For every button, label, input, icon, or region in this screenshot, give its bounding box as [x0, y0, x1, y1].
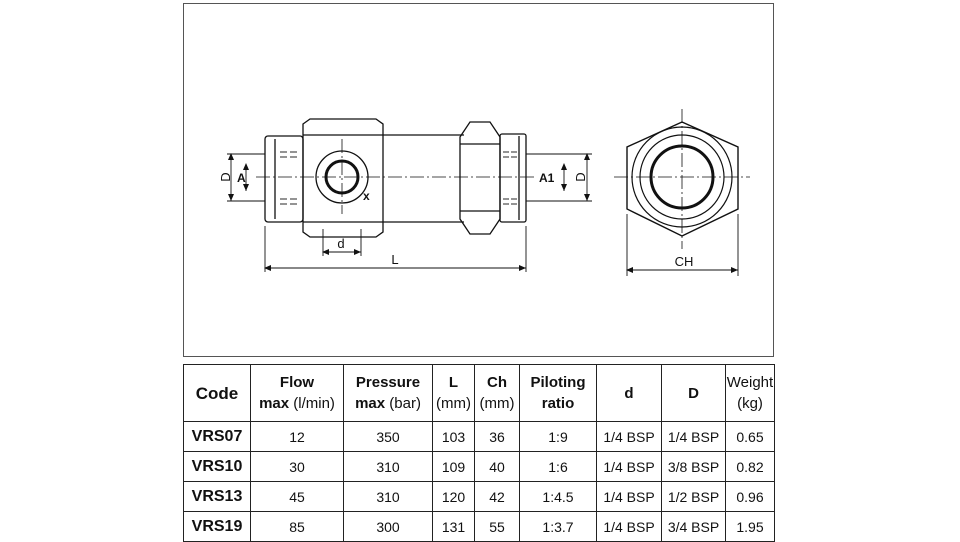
right-hex-nut — [459, 121, 501, 235]
cell-d-big: 1/4 BSP — [661, 421, 726, 452]
label-port-a: A — [237, 171, 246, 185]
cell-weight: 0.65 — [725, 421, 775, 452]
cell-length: 103 — [432, 421, 475, 452]
cell-d-small: 1/4 BSP — [596, 421, 662, 452]
dimension-right-d — [526, 153, 592, 202]
cell-flow: 85 — [250, 511, 344, 542]
cell-pressure: 300 — [343, 511, 433, 542]
cell-length: 109 — [432, 451, 475, 482]
cell-ch: 55 — [474, 511, 520, 542]
cell-pressure: 310 — [343, 481, 433, 512]
header-weight: Weight(kg) — [725, 364, 775, 422]
cell-d-big: 3/8 BSP — [661, 451, 726, 482]
cell-code: VRS13 — [183, 481, 251, 512]
header-code: Code — [183, 364, 251, 422]
cell-ch: 42 — [474, 481, 520, 512]
dimension-hex — [626, 214, 739, 276]
label-d-left: D — [218, 172, 233, 181]
label-port-a1: A1 — [539, 171, 555, 185]
cell-weight: 1.95 — [725, 511, 775, 542]
cell-d-small: 1/4 BSP — [596, 451, 662, 482]
cell-flow: 12 — [250, 421, 344, 452]
cell-code: VRS19 — [183, 511, 251, 542]
cell-d-small: 1/4 BSP — [596, 511, 662, 542]
valve-side-view — [264, 118, 527, 238]
label-pilot-d: d — [337, 236, 344, 251]
hex-outline — [626, 121, 739, 237]
cell-length: 131 — [432, 511, 475, 542]
header-length: L(mm) — [432, 364, 475, 422]
cell-pressure: 310 — [343, 451, 433, 482]
cell-ratio: 1:6 — [519, 451, 597, 482]
header-d-small: d — [596, 364, 662, 422]
valve-end-view — [626, 121, 739, 237]
cell-d-big: 1/2 BSP — [661, 481, 726, 512]
cell-d-big: 3/4 BSP — [661, 511, 726, 542]
cell-pressure: 350 — [343, 421, 433, 452]
label-d-right: D — [573, 172, 588, 181]
cell-weight: 0.82 — [725, 451, 775, 482]
left-threaded-end — [264, 135, 304, 223]
cell-flow: 45 — [250, 481, 344, 512]
cell-d-small: 1/4 BSP — [596, 481, 662, 512]
header-ch: Ch(mm) — [474, 364, 520, 422]
cell-ch: 40 — [474, 451, 520, 482]
cell-flow: 30 — [250, 451, 344, 482]
cell-ratio: 1:9 — [519, 421, 597, 452]
dimension-length — [264, 226, 527, 272]
dimension-left-d — [227, 153, 265, 202]
dimension-pilot-d — [322, 229, 362, 256]
center-lines — [256, 109, 750, 249]
right-threaded-end — [499, 133, 527, 223]
cell-length: 120 — [432, 481, 475, 512]
cell-weight: 0.96 — [725, 481, 775, 512]
cell-code: VRS10 — [183, 451, 251, 482]
technical-drawing: D A A1 D x d L CH — [183, 3, 774, 357]
header-d-big: D — [661, 364, 726, 422]
cell-code: VRS07 — [183, 421, 251, 452]
label-pilot-x: x — [363, 189, 370, 203]
cell-ratio: 1:4.5 — [519, 481, 597, 512]
left-body-block — [302, 118, 384, 238]
valve-drawing-svg: D A A1 D x d L CH — [218, 109, 750, 276]
cell-ch: 36 — [474, 421, 520, 452]
label-hex-ch: CH — [675, 254, 694, 269]
cell-ratio: 1:3.7 — [519, 511, 597, 542]
label-length: L — [391, 252, 398, 267]
